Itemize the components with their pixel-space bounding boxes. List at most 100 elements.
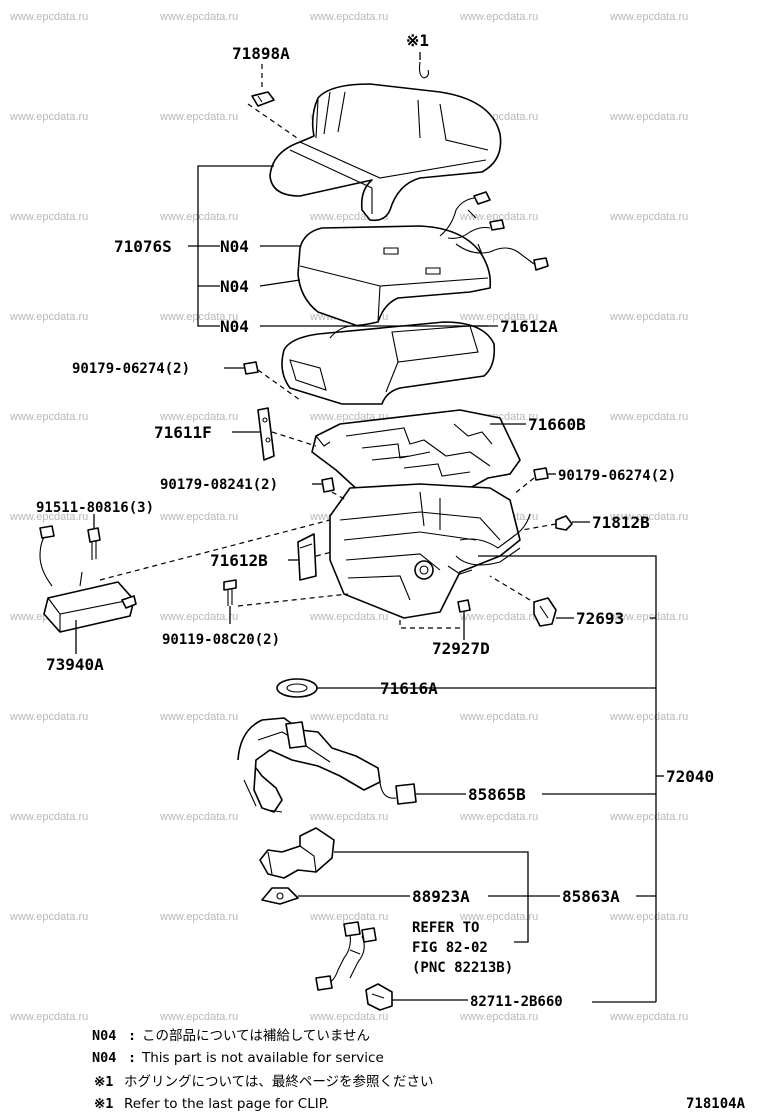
label-refer-pnc: (PNC 82213B) — [412, 960, 513, 976]
label-N04-3: N04 — [220, 317, 249, 336]
watermark-text: www.epcdata.ru — [9, 111, 88, 123]
label-71076S: 71076S — [114, 237, 172, 256]
label-71612A: 71612A — [500, 317, 558, 336]
cap-71812B — [555, 515, 573, 531]
watermark-text: www.epcdata.ru — [9, 411, 88, 423]
watermark-text: www.epcdata.ru — [159, 611, 238, 623]
label-71611F: 71611F — [154, 423, 212, 442]
harness-85865B — [237, 717, 417, 813]
label-90179-06274-right: 90179-06274(2) — [558, 468, 676, 484]
watermark-text: www.epcdata.ru — [459, 811, 538, 823]
watermark-text: www.epcdata.ru — [459, 211, 538, 223]
label-85863A: 85863A — [562, 887, 620, 906]
note-2-mark: N04 — [92, 1050, 116, 1066]
watermark-text: www.epcdata.ru — [609, 611, 688, 623]
watermark-text: www.epcdata.ru — [609, 511, 688, 523]
note-2-sep: : — [128, 1050, 136, 1066]
watermark-text: www.epcdata.ru — [609, 411, 688, 423]
clip-90179-06274-right — [533, 467, 549, 481]
watermark-text: www.epcdata.ru — [459, 11, 538, 23]
watermark-text: www.epcdata.ru — [459, 711, 538, 723]
watermark-text: www.epcdata.ru — [9, 911, 88, 923]
label-N04-2: N04 — [220, 277, 249, 296]
label-71616A: 71616A — [380, 679, 438, 698]
note-3-mark: ※1 — [94, 1074, 113, 1090]
seat-cushion-pad — [297, 225, 492, 327]
bolt-91511-80816 — [87, 527, 101, 560]
label-90179-06274-left: 90179-06274(2) — [72, 361, 190, 377]
watermark-text: www.epcdata.ru — [609, 711, 688, 723]
watermark-text: www.epcdata.ru — [159, 1011, 238, 1023]
watermark-text: www.epcdata.ru — [309, 711, 388, 723]
watermark-text: www.epcdata.ru — [9, 811, 88, 823]
watermark-text: www.epcdata.ru — [159, 811, 238, 823]
label-71660B: 71660B — [528, 415, 586, 434]
label-refer-to: REFER TO — [412, 920, 479, 936]
watermark-text: www.epcdata.ru — [159, 511, 238, 523]
label-90119-08C20: 90119-08C20(2) — [162, 632, 280, 648]
bracket-71898A — [251, 91, 275, 107]
label-refer-fig: FIG 82-02 — [412, 940, 488, 956]
note-3-text: ホグリングについては、最終ページを参照ください — [124, 1073, 434, 1090]
clip-90179-06274-left — [243, 361, 259, 375]
label-85865B: 85865B — [468, 785, 526, 804]
seat-adjuster-assembly — [329, 483, 531, 619]
note-1-mark: N04 — [92, 1028, 116, 1044]
label-71812B: 71812B — [592, 513, 650, 532]
watermark-text: www.epcdata.ru — [9, 311, 88, 323]
watermark-text: www.epcdata.ru — [9, 711, 88, 723]
watermark-text: www.epcdata.ru — [159, 11, 238, 23]
seat-cushion-cover — [269, 83, 502, 222]
bolt-90119-08C20 — [223, 579, 237, 606]
connector-82711-2B660 — [365, 983, 393, 1011]
label-82711-2B660: 82711-2B660 — [470, 994, 563, 1010]
watermark-text: www.epcdata.ru — [609, 911, 688, 923]
watermark-text: www.epcdata.ru — [459, 1011, 538, 1023]
note-4-mark: ※1 — [94, 1096, 113, 1112]
watermark-text: www.epcdata.ru — [159, 711, 238, 723]
hog-ring-clip-icon — [418, 61, 430, 79]
watermark-text: www.epcdata.ru — [309, 811, 388, 823]
watermark-text: www.epcdata.ru — [159, 411, 238, 423]
module-73940A — [39, 525, 137, 633]
callout-labels: 71898A ※1 71076S N04 N04 N04 71612A 9017… — [36, 31, 714, 1010]
watermark-text: www.epcdata.ru — [459, 311, 538, 323]
label-91511-80816: 91511-80816(3) — [36, 500, 154, 516]
watermark-text: www.epcdata.ru — [159, 111, 238, 123]
watermark-text: www.epcdata.ru — [309, 611, 388, 623]
label-90179-08241: 90179-08241(2) — [160, 477, 278, 493]
label-71898A: 71898A — [232, 44, 290, 63]
watermark-text: www.epcdata.ru — [609, 311, 688, 323]
label-clip-marker: ※1 — [406, 31, 429, 50]
trim-panel-71612B — [297, 533, 317, 581]
side-bracket-71611F — [257, 407, 275, 461]
seat-frame-71660B — [311, 409, 521, 493]
label-N04-1: N04 — [220, 237, 249, 256]
leader-lines — [75, 52, 664, 1003]
notes-block: N04 : この部品については補給していません N04 : This part … — [92, 1028, 434, 1112]
cap-72927D — [457, 599, 471, 613]
watermark-text: www.epcdata.ru — [459, 611, 538, 623]
watermark-text: www.epcdata.ru — [459, 911, 538, 923]
housing-85863A — [259, 827, 335, 879]
watermark-text: www.epcdata.ru — [159, 911, 238, 923]
watermark-text: www.epcdata.ru — [9, 511, 88, 523]
cushion-wire-harness — [439, 191, 549, 271]
watermark-text: www.epcdata.ru — [609, 211, 688, 223]
grommet-71616A — [276, 678, 318, 698]
knob-72693 — [533, 597, 557, 627]
label-72040: 72040 — [666, 767, 714, 786]
harness-82213B — [315, 921, 377, 991]
watermark-text: www.epcdata.ru — [9, 11, 88, 23]
watermark-text: www.epcdata.ru — [309, 1011, 388, 1023]
bracket-88923A — [261, 887, 299, 905]
label-88923A: 88923A — [412, 887, 470, 906]
watermark-text: www.epcdata.ru — [309, 911, 388, 923]
watermark-text: www.epcdata.ru — [9, 211, 88, 223]
note-1-sep: : — [128, 1028, 136, 1044]
label-73940A: 73940A — [46, 655, 104, 674]
note-1-text: この部品については補給していません — [142, 1028, 370, 1044]
label-71612B: 71612B — [210, 551, 268, 570]
